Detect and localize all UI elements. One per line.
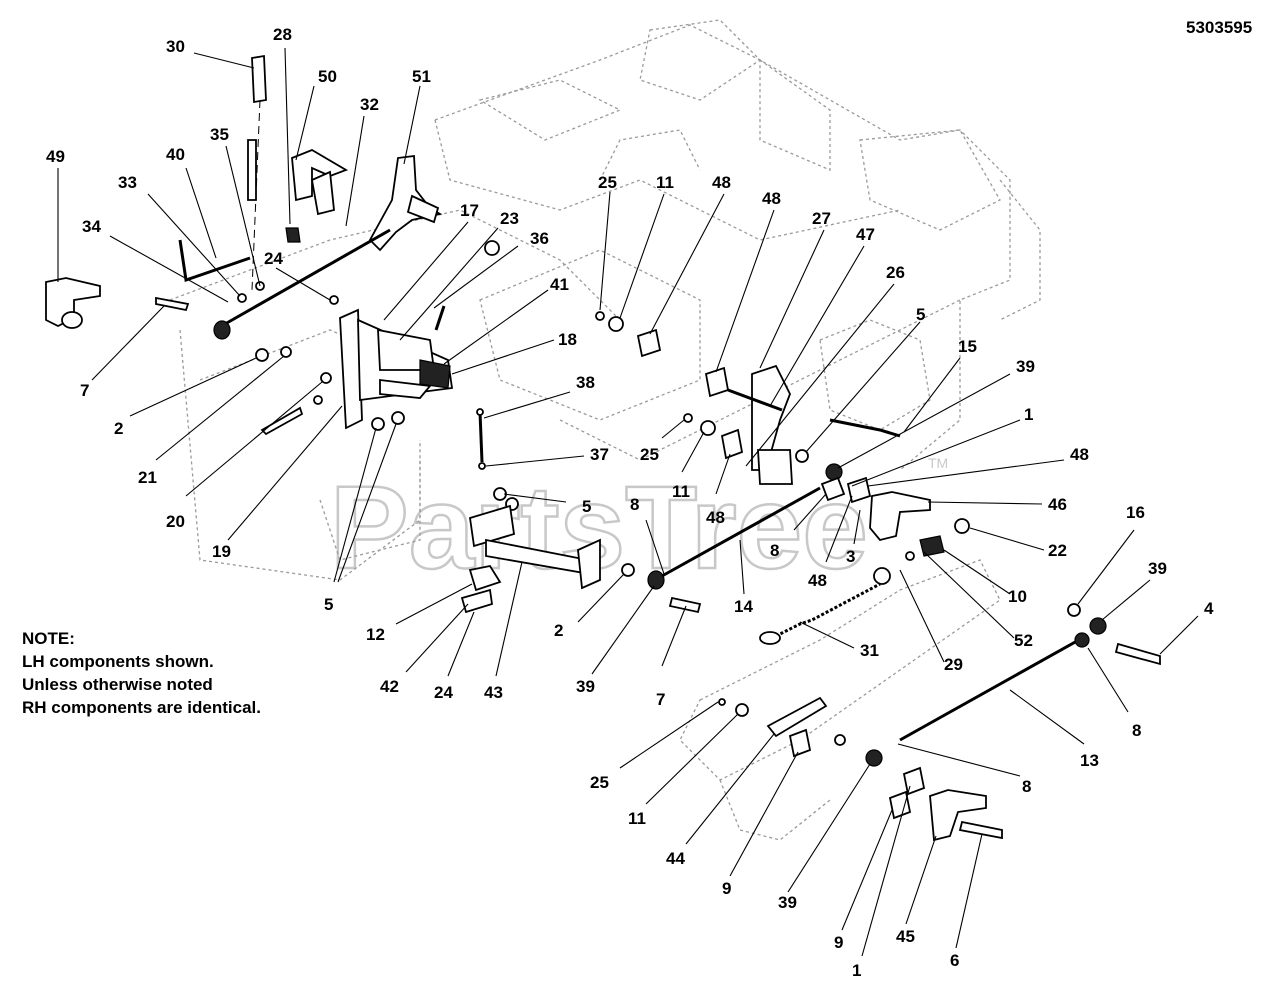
diagram-note: NOTE: LH components shown. Unless otherw… bbox=[22, 627, 261, 719]
watermark: PartsTree TM bbox=[329, 455, 948, 595]
callout-label: 48 bbox=[712, 173, 731, 192]
callout-label: 12 bbox=[366, 625, 385, 644]
callout-label: 42 bbox=[380, 677, 399, 696]
callout-label: 48 bbox=[706, 508, 725, 527]
callout-label: 43 bbox=[484, 683, 503, 702]
callout-label: 38 bbox=[576, 373, 595, 392]
callout-label: 45 bbox=[896, 927, 915, 946]
document-number: 5303595 bbox=[1186, 18, 1252, 37]
callout-label: 51 bbox=[412, 67, 431, 86]
callout-label: 16 bbox=[1126, 503, 1145, 522]
callout-label: 48 bbox=[1070, 445, 1089, 464]
note-line: RH components are identical. bbox=[22, 698, 261, 717]
callout-label: 5 bbox=[324, 595, 333, 614]
callout-label: 39 bbox=[1148, 559, 1167, 578]
callout-label: 11 bbox=[656, 173, 674, 192]
callout-label: 19 bbox=[212, 542, 231, 561]
callout-label: 36 bbox=[530, 229, 549, 248]
callout-label: 18 bbox=[558, 330, 577, 349]
callout-label: 5 bbox=[582, 497, 591, 516]
callout-label: 14 bbox=[734, 597, 753, 616]
callout-label: 2 bbox=[114, 419, 123, 438]
callout-label: 47 bbox=[856, 225, 875, 244]
callout-label: 9 bbox=[834, 933, 843, 952]
callout-label: 39 bbox=[1016, 357, 1035, 376]
callout-label: 7 bbox=[80, 381, 89, 400]
callout-label: 7 bbox=[656, 690, 665, 709]
callout-label: 11 bbox=[672, 482, 690, 501]
callout-label: 27 bbox=[812, 209, 831, 228]
callout-label: 8 bbox=[1132, 721, 1141, 740]
callout-label: 6 bbox=[950, 951, 959, 970]
callout-label: 5 bbox=[916, 305, 925, 324]
callout-labels: 30 28 50 51 49 32 35 40 33 34 24 17 23 3… bbox=[46, 25, 1214, 980]
note-line: LH components shown. bbox=[22, 652, 214, 671]
watermark-trademark: TM bbox=[928, 455, 948, 471]
note-line: Unless otherwise noted bbox=[22, 675, 213, 694]
callout-label: 48 bbox=[762, 189, 781, 208]
callout-label: 8 bbox=[630, 495, 639, 514]
callout-label: 10 bbox=[1008, 587, 1027, 606]
callout-label: 31 bbox=[860, 641, 879, 660]
callout-label: 37 bbox=[590, 445, 609, 464]
callout-label: 34 bbox=[82, 217, 101, 236]
lever-assembly-left bbox=[45, 54, 500, 436]
callout-label: 33 bbox=[118, 173, 137, 192]
callout-label: 30 bbox=[166, 37, 185, 56]
callout-label: 35 bbox=[210, 125, 229, 144]
callout-label: 28 bbox=[273, 25, 292, 44]
callout-label: 39 bbox=[778, 893, 797, 912]
callout-label: 17 bbox=[460, 201, 479, 220]
callout-label: 8 bbox=[770, 541, 779, 560]
callout-label: 48 bbox=[808, 571, 827, 590]
callout-label: 29 bbox=[944, 655, 963, 674]
callout-label: 15 bbox=[958, 337, 977, 356]
callout-label: 9 bbox=[722, 879, 731, 898]
callout-label: 21 bbox=[138, 468, 157, 487]
leader-lines bbox=[57, 47, 1199, 957]
callout-label: 41 bbox=[550, 275, 569, 294]
callout-label: 46 bbox=[1048, 495, 1067, 514]
callout-label: 8 bbox=[1022, 777, 1031, 796]
callout-label: 20 bbox=[166, 512, 185, 531]
note-heading: NOTE: bbox=[22, 629, 75, 648]
callout-label: 25 bbox=[598, 173, 617, 192]
callout-label: 11 bbox=[628, 809, 646, 828]
chassis-frame bbox=[169, 19, 1041, 841]
callout-label: 2 bbox=[554, 621, 563, 640]
callout-label: 24 bbox=[434, 683, 453, 702]
callout-label: 39 bbox=[576, 677, 595, 696]
callout-label: 25 bbox=[640, 445, 659, 464]
callout-label: 3 bbox=[846, 547, 855, 566]
callout-label: 32 bbox=[360, 95, 379, 114]
callout-label: 23 bbox=[500, 209, 519, 228]
callout-label: 1 bbox=[852, 961, 861, 980]
callout-label: 44 bbox=[666, 849, 685, 868]
center-assembly bbox=[460, 311, 1161, 842]
callout-label: 26 bbox=[886, 263, 905, 282]
callout-label: 50 bbox=[318, 67, 337, 86]
callout-label: 40 bbox=[166, 145, 185, 164]
callout-label: 25 bbox=[590, 773, 609, 792]
callout-label: 1 bbox=[1024, 405, 1033, 424]
callout-label: 13 bbox=[1080, 751, 1099, 770]
callout-label: 4 bbox=[1204, 599, 1214, 618]
callout-label: 49 bbox=[46, 147, 65, 166]
callout-label: 24 bbox=[264, 249, 283, 268]
callout-label: 22 bbox=[1048, 541, 1067, 560]
callout-label: 52 bbox=[1014, 631, 1033, 650]
